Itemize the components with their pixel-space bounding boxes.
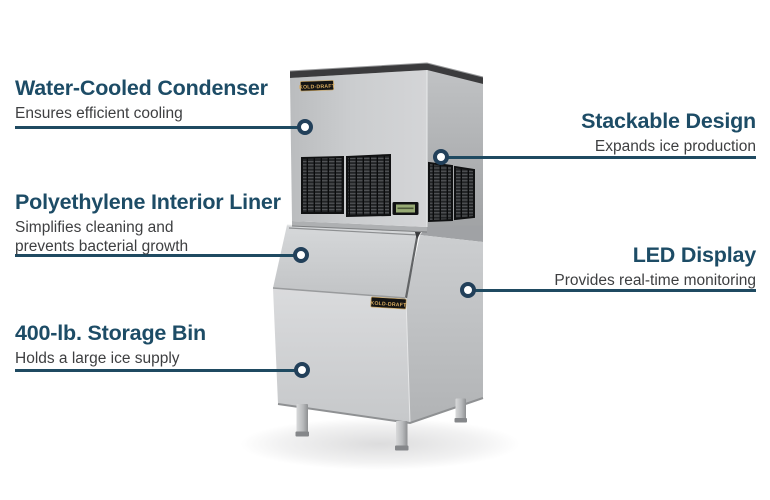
machine-leg	[454, 398, 467, 423]
head-base-strip	[292, 221, 427, 232]
callout-description: Holds a large ice supply	[15, 350, 180, 368]
callout-dot-led-display	[460, 282, 476, 298]
side-grille-left-icon	[428, 161, 453, 223]
callout-line-stackable-design	[441, 155, 756, 159]
front-grille-left-icon	[301, 155, 344, 214]
callout-water-cooled-condenser: Water-Cooled Condenser Ensures efficient…	[15, 76, 268, 123]
callout-line-storage-bin	[15, 368, 302, 372]
bin-brand-text: KOLD-DRAFT	[370, 301, 407, 309]
head-brand-text: KOLD-DRAFT	[299, 84, 336, 91]
bin-brand-label: KOLD-DRAFT	[370, 296, 407, 310]
bin-side-panel	[406, 235, 483, 423]
callout-polyethylene-interior-liner: Polyethylene Interior Liner Simplifies c…	[15, 190, 281, 257]
bin-corner-highlight	[405, 297, 411, 424]
callout-dot-water-cooled-condenser	[297, 119, 313, 135]
machine-leg	[395, 421, 409, 451]
head-brand-label: KOLD-DRAFT	[299, 80, 336, 92]
callout-description: Simplifies cleaning and prevents bacteri…	[15, 219, 189, 256]
callout-title: Polyethylene Interior Liner	[15, 190, 281, 214]
callout-storage-bin: 400-lb. Storage Bin Holds a large ice su…	[15, 321, 206, 368]
machine-legs	[295, 398, 467, 451]
callout-title: Water-Cooled Condenser	[15, 76, 268, 100]
callout-led-display: LED Display Provides real-time monitorin…	[554, 243, 756, 290]
front-grille-right-icon	[346, 153, 391, 218]
callout-line-polyethylene-interior-liner	[15, 253, 301, 257]
callout-title: LED Display	[632, 243, 756, 267]
head-base-seam	[291, 225, 428, 233]
bin-slant-door	[273, 225, 418, 298]
callout-line-led-display	[468, 288, 756, 292]
floor-shadow	[240, 418, 520, 470]
door-hinge-seam	[404, 231, 420, 299]
door-top-shadow	[288, 227, 419, 236]
callout-title: 400-lb. Storage Bin	[15, 321, 206, 345]
callout-dot-polyethylene-interior-liner	[293, 247, 309, 263]
ice-maker-head-graphic: KOLD-DRAFT	[289, 62, 484, 233]
callout-title: Stackable Design	[581, 109, 756, 133]
callout-stackable-design: Stackable Design Expands ice production	[581, 109, 756, 156]
door-bottom-seam	[272, 287, 407, 299]
bin-front-panel	[273, 288, 410, 423]
callout-description: Expands ice production	[594, 138, 756, 156]
callout-description: Provides real-time monitoring	[554, 272, 756, 290]
machine-leg	[295, 404, 309, 437]
side-grille-right-icon	[454, 165, 475, 221]
led-display-screen	[392, 202, 419, 215]
callout-dot-storage-bin	[294, 362, 310, 378]
callout-description: Ensures efficient cooling	[15, 105, 183, 123]
head-top-highlight	[289, 62, 484, 78]
callout-dot-stackable-design	[433, 149, 449, 165]
callout-line-water-cooled-condenser	[15, 125, 305, 129]
bin-seam-shadow	[420, 225, 483, 242]
